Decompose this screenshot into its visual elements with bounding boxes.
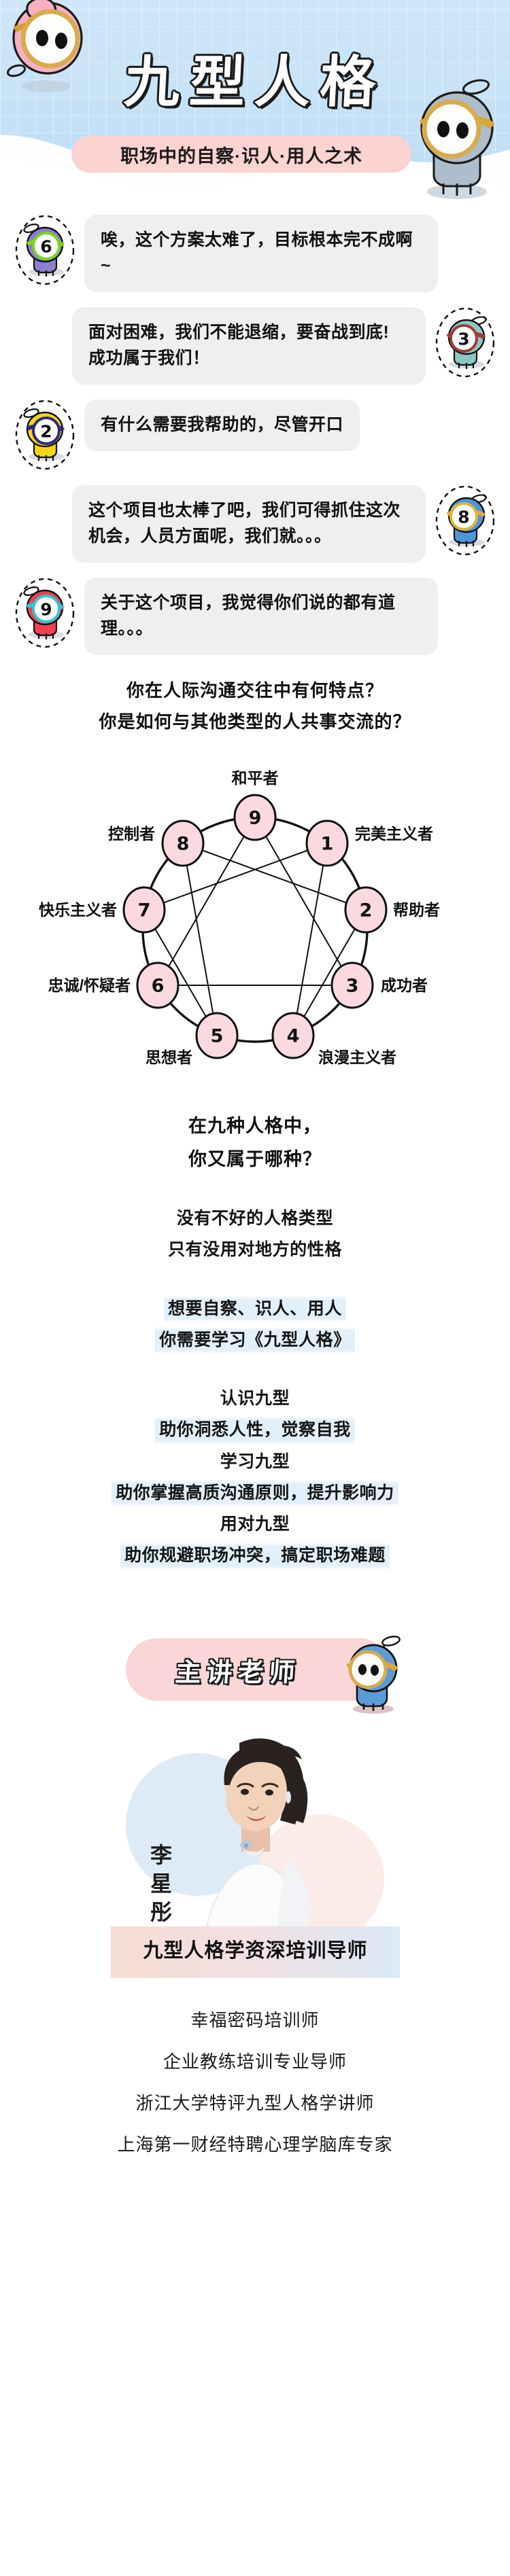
gray-mascot-icon	[416, 75, 498, 200]
chat-row: 面对困难，我们不能退缩，要奋战到底! 成功属于我们！ 3	[0, 307, 510, 385]
svg-text:2: 2	[40, 422, 52, 442]
svg-text:快乐主义者: 快乐主义者	[39, 901, 117, 919]
pitch-line: 助你洞悉人性，觉察自我	[155, 1414, 355, 1446]
svg-text:6: 6	[152, 976, 165, 997]
credential-item: 幸福密码培训师	[190, 2010, 320, 2030]
enneagram-node-7: 7 快乐主义者	[39, 886, 166, 934]
svg-text:控制者: 控制者	[108, 825, 155, 843]
svg-text:9: 9	[40, 600, 52, 620]
svg-text:成功者: 成功者	[381, 976, 428, 994]
teacher-photo-wrap: 李星彤 九型人格学资深培训导师	[0, 1723, 510, 1978]
page-subtitle: 职场中的自察·识人·用人之术	[120, 145, 362, 166]
which-type-line-1: 在九种人格中，	[188, 1116, 322, 1136]
question-line-1: 你在人际沟通交往中有何特点？	[126, 680, 384, 701]
chat-row: 这个项目也太棒了吧，我们可得抓住这次机会，人员方面呢，我们就。。。 8	[0, 485, 510, 563]
avatar-type-2: 2	[15, 400, 75, 470]
credential-item: 上海第一财经特聘心理学脑库专家	[117, 2134, 393, 2155]
question-line-2: 你是如何与其他类型的人共事交流的？	[99, 711, 411, 732]
svg-text:8: 8	[177, 834, 190, 855]
chat-bubble: 面对困难，我们不能退缩，要奋战到底! 成功属于我们！	[72, 307, 426, 385]
pitch-line: 想要自察、识人、用人	[163, 1292, 346, 1324]
enneagram-node-9: 9 和平者	[232, 769, 279, 841]
pitch-line: 助你掌握高质沟通原则，提升影响力	[112, 1477, 398, 1509]
svg-text:思想者: 思想者	[146, 1048, 192, 1066]
enneagram-hexad	[143, 843, 367, 1036]
teacher-name: 李星彤	[148, 1843, 172, 1929]
credential-list: 幸福密码培训师 企业教练培训专业导师 浙江大学特评九型人格学讲师 上海第一财经特…	[0, 1974, 510, 2166]
chat-bubble: 唉，这个方案太难了，目标根本完不成啊~	[84, 215, 438, 292]
svg-text:7: 7	[138, 900, 151, 921]
svg-text:3: 3	[346, 976, 359, 997]
pitch-line: 只有没用对地方的性格	[167, 1240, 342, 1260]
enneagram-node-6: 6 忠诚/怀疑者	[48, 961, 180, 1009]
avatar-type-8: 8	[435, 485, 495, 556]
pitch-block-1: 没有不好的人格类型 只有没用对地方的性格	[0, 1203, 510, 1266]
pitch-heading: 学习九型	[220, 1451, 290, 1471]
pitch-heading: 认识九型	[220, 1389, 290, 1409]
teacher-badge-wrap: 主讲老师	[0, 1614, 510, 1723]
chat-bubble: 有什么需要我帮助的，尽管开口	[84, 400, 360, 451]
enneagram-node-1: 1 完美主义者	[305, 819, 433, 867]
chat-row: 9 关于这个项目，我觉得你们说的都有道理。。。	[0, 578, 510, 655]
chat-conversation: 6 唉，这个方案太难了，目标根本完不成啊~ 面对困难，我们不能退缩，要奋战到底!…	[0, 204, 510, 655]
enneagram-node-2: 2 帮助者	[344, 886, 440, 934]
svg-text:完美主义者: 完美主义者	[355, 825, 433, 843]
pitch-line: 没有不好的人格类型	[176, 1209, 334, 1229]
enneagram-triangle	[157, 817, 353, 986]
which-type-block: 在九种人格中， 你又属于哪种？	[0, 1110, 510, 1176]
blue-mascot-icon	[337, 1633, 408, 1714]
teacher-badge-pill	[126, 1638, 391, 1701]
svg-text:和平者: 和平者	[232, 769, 279, 787]
enneagram-node-3: 3 成功者	[330, 961, 428, 1009]
svg-text:2: 2	[360, 900, 373, 921]
credential-banner	[111, 1926, 400, 1978]
pitch-heading: 用对九型	[220, 1515, 290, 1534]
pitch-block-2: 想要自察、识人、用人 你需要学习《九型人格》	[0, 1292, 510, 1356]
avatar-type-9: 9	[15, 578, 75, 648]
svg-text:3: 3	[458, 330, 469, 349]
teacher-badge-label: 主讲老师	[174, 1658, 302, 1687]
teacher-section: 主讲老师	[0, 1614, 510, 2166]
enneagram-diagram: 9 和平者 1 完美主义者 2 帮助者 3 成功者 4 浪漫主义者 5 思想者	[0, 743, 510, 1110]
chat-row: 2 有什么需要我帮助的，尽管开口	[0, 400, 510, 470]
pink-mascot-icon	[5, 0, 94, 98]
svg-text:4: 4	[287, 1026, 300, 1047]
svg-text:6: 6	[40, 237, 52, 257]
chat-bubble: 关于这个项目，我觉得你们说的都有道理。。。	[84, 578, 438, 655]
svg-text:忠诚/怀疑者: 忠诚/怀疑者	[48, 976, 131, 994]
svg-text:浪漫主义者: 浪漫主义者	[318, 1048, 396, 1066]
pitch-block-3: 认识九型 助你洞悉人性，觉察自我 学习九型 助你掌握高质沟通原则，提升影响力 用…	[0, 1383, 510, 1572]
chat-bubble: 这个项目也太棒了吧，我们可得抓住这次机会，人员方面呢，我们就。。。	[72, 485, 426, 563]
enneagram-node-4: 4 浪漫主义者	[271, 1012, 396, 1066]
svg-text:5: 5	[211, 1026, 224, 1047]
credential-title: 九型人格学资深培训导师	[143, 1939, 368, 1962]
chat-row: 6 唉，这个方案太难了，目标根本完不成啊~	[0, 215, 510, 292]
avatar-type-6: 6	[15, 215, 75, 285]
pitch-line: 你需要学习《九型人格》	[155, 1324, 355, 1356]
enneagram-node-5: 5 思想者	[146, 1012, 239, 1066]
credential-item: 浙江大学特评九型人格学讲师	[135, 2093, 375, 2113]
header-banner: 九型人格 职场中的自察·识人·用人之术	[0, 0, 510, 204]
enneagram-node-8: 8 控制者	[108, 819, 205, 867]
svg-text:8: 8	[458, 508, 469, 527]
which-type-line-2: 你又属于哪种？	[188, 1148, 322, 1169]
pitch-line: 助你规避职场冲突，搞定职场难题	[120, 1540, 390, 1572]
question-block: 你在人际沟通交往中有何特点？ 你是如何与其他类型的人共事交流的？	[0, 675, 510, 737]
avatar-type-3: 3	[435, 307, 495, 378]
svg-text:9: 9	[249, 808, 262, 829]
svg-text:帮助者: 帮助者	[393, 901, 440, 919]
subtitle-pill: 职场中的自察·识人·用人之术	[71, 136, 411, 173]
credential-item: 企业教练培训专业导师	[163, 2051, 347, 2072]
svg-text:1: 1	[321, 834, 334, 855]
